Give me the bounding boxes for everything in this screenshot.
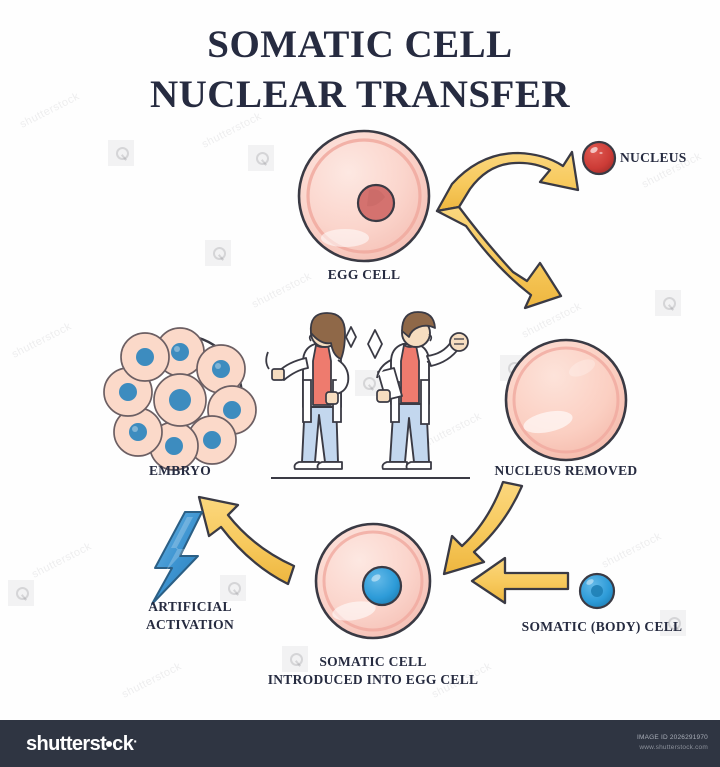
label-egg-cell: EGG CELL — [327, 267, 401, 282]
label-nucleus: NUCLEUS — [620, 150, 687, 165]
logo-text-tail: ck — [112, 733, 134, 755]
image-id-text: IMAGE ID 2026291970 — [636, 734, 708, 741]
scientist-right — [376, 311, 469, 470]
label-nucleus-removed: NUCLEUS REMOVED — [494, 463, 638, 478]
scientists-icon — [265, 311, 470, 479]
curved-arrow-up-left-icon — [197, 495, 296, 586]
forked-arrow-icon — [435, 150, 580, 310]
lightning-bolt-icon — [151, 511, 203, 605]
diagram-canvas: shutterstock shutterstock shutterstock s… — [0, 0, 720, 720]
label-artificial-activation: ARTIFICIAL ACTIVATION — [145, 599, 235, 632]
curved-arrow-down-left-icon — [442, 480, 524, 576]
image-id-block: IMAGE ID 2026291970 www.shutterstock.com — [637, 733, 708, 753]
enucleated-cell-icon — [504, 338, 628, 462]
egg-cell-icon — [297, 129, 431, 263]
title-line-1: SOMATIC CELL — [207, 23, 513, 66]
nucleus-icon — [581, 140, 617, 176]
logo-dot-icon — [106, 741, 113, 747]
logo-text-main: shutterst — [26, 733, 107, 755]
logo-tick-icon: · — [133, 733, 138, 749]
label-embryo: EMBRYO — [148, 463, 212, 478]
sparkle-icon — [345, 326, 383, 359]
embryo-icon — [103, 327, 257, 471]
page-title: SOMATIC CELL NUCLEAR TRANSFER — [0, 20, 720, 120]
label-somatic-introduced: SOMATIC CELL INTRODUCED INTO EGG CELL — [267, 654, 479, 687]
site-url-text: www.shutterstock.com — [639, 744, 708, 752]
fused-egg-cell-icon — [314, 522, 432, 640]
straight-arrow-left-icon — [470, 556, 570, 605]
diagram-artwork — [103, 129, 628, 640]
title-line-2: NUCLEAR TRANSFER — [149, 72, 571, 116]
scientist-left — [265, 312, 350, 470]
label-somatic-body-cell: SOMATIC (BODY) CELL — [521, 619, 683, 634]
somatic-cell-icon — [578, 572, 616, 610]
